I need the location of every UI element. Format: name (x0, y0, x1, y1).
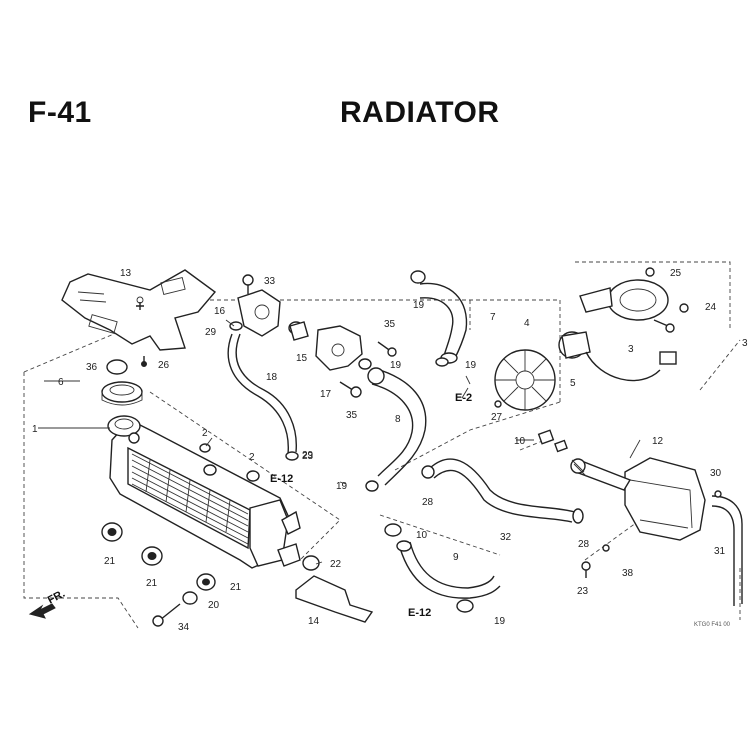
callout-29: 29 (205, 327, 217, 338)
ref-e12-upper: E-12 (270, 473, 293, 485)
callout-28: 28 (578, 539, 590, 550)
ref-e2: E-2 (455, 392, 472, 404)
callout-10: 10 (514, 436, 526, 447)
cap-group (101, 356, 147, 406)
callout-1: 1 (32, 424, 38, 435)
bracket-14 (295, 555, 374, 623)
callout-21: 21 (146, 578, 158, 589)
callout-4: 4 (524, 318, 530, 329)
callout-22: 22 (330, 559, 342, 570)
callout-38: 38 (622, 568, 634, 579)
callout-28: 28 (422, 497, 434, 508)
callout-6: 6 (58, 377, 64, 388)
callout-36: 36 (86, 362, 98, 373)
callout-34: 34 (178, 622, 190, 633)
callout-26: 26 (158, 360, 170, 371)
callout-35: 35 (384, 319, 396, 330)
callout-13: 13 (120, 268, 132, 279)
callout-33: 33 (264, 276, 276, 287)
figure-code: F-41 (28, 96, 92, 129)
callout-19: 19 (465, 360, 477, 371)
callout-29: 29 (302, 450, 314, 461)
callout-25: 25 (670, 268, 682, 279)
callout-19: 19 (494, 616, 506, 627)
radiator-core (107, 415, 301, 569)
fan-shroud-3 (579, 267, 689, 333)
callout-20: 20 (208, 600, 220, 611)
callout-2: 2 (202, 428, 208, 439)
hose-7 (410, 270, 468, 367)
thermostat-16 (229, 274, 309, 341)
callout-21: 21 (230, 582, 242, 593)
callout-19: 19 (413, 300, 425, 311)
hose-8 (365, 367, 427, 492)
callout-3-edge: 3 (742, 338, 748, 349)
callout-21: 21 (104, 556, 116, 567)
hose-32 (421, 458, 584, 524)
callout-16: 16 (214, 306, 226, 317)
callout-30: 30 (710, 468, 722, 479)
housing-15 (315, 325, 397, 398)
callout-12: 12 (652, 436, 664, 447)
small-hardware (384, 400, 568, 613)
front-direction-label: FR. (46, 588, 67, 607)
callout-24: 24 (705, 302, 717, 313)
hose-9 (396, 540, 501, 599)
callout-19: 19 (390, 360, 402, 371)
callout-19: 19 (336, 481, 348, 492)
callout-numbers: 1 2 2 3 3 4 5 6 7 8 9 10 10 12 13 14 15 … (32, 268, 748, 633)
callout-23: 23 (302, 451, 314, 462)
reservoir-12 (570, 457, 706, 541)
callout-23: 23 (577, 586, 589, 597)
ref-e12-lower: E-12 (408, 607, 431, 619)
callout-7: 7 (490, 312, 496, 323)
diagram-code: KTG0 F41 00 (694, 622, 731, 628)
callout-8: 8 (395, 414, 401, 425)
bolts-23 (581, 544, 610, 578)
callout-17: 17 (320, 389, 332, 400)
dashed-frames (23, 261, 741, 629)
bracket-13 (61, 269, 217, 351)
fan-5 (494, 331, 677, 411)
mounts-21 (101, 443, 260, 605)
page-title: RADIATOR (340, 96, 500, 129)
callout-5: 5 (570, 378, 576, 389)
callout-10: 10 (416, 530, 428, 541)
callout-31: 31 (714, 546, 726, 557)
front-arrow-icon (28, 603, 56, 619)
bolt-34 (152, 603, 181, 627)
callout-15: 15 (296, 353, 308, 364)
hose-18 (227, 333, 299, 461)
callout-27: 27 (491, 412, 503, 423)
callout-32: 32 (500, 532, 512, 543)
hose-31 (711, 490, 743, 606)
callout-2: 2 (249, 452, 255, 463)
callout-35: 35 (346, 410, 358, 421)
callout-18: 18 (266, 372, 278, 383)
callout-9: 9 (453, 552, 459, 563)
leader-lines (38, 319, 641, 565)
callout-3: 3 (628, 344, 634, 355)
callout-14: 14 (308, 616, 320, 627)
